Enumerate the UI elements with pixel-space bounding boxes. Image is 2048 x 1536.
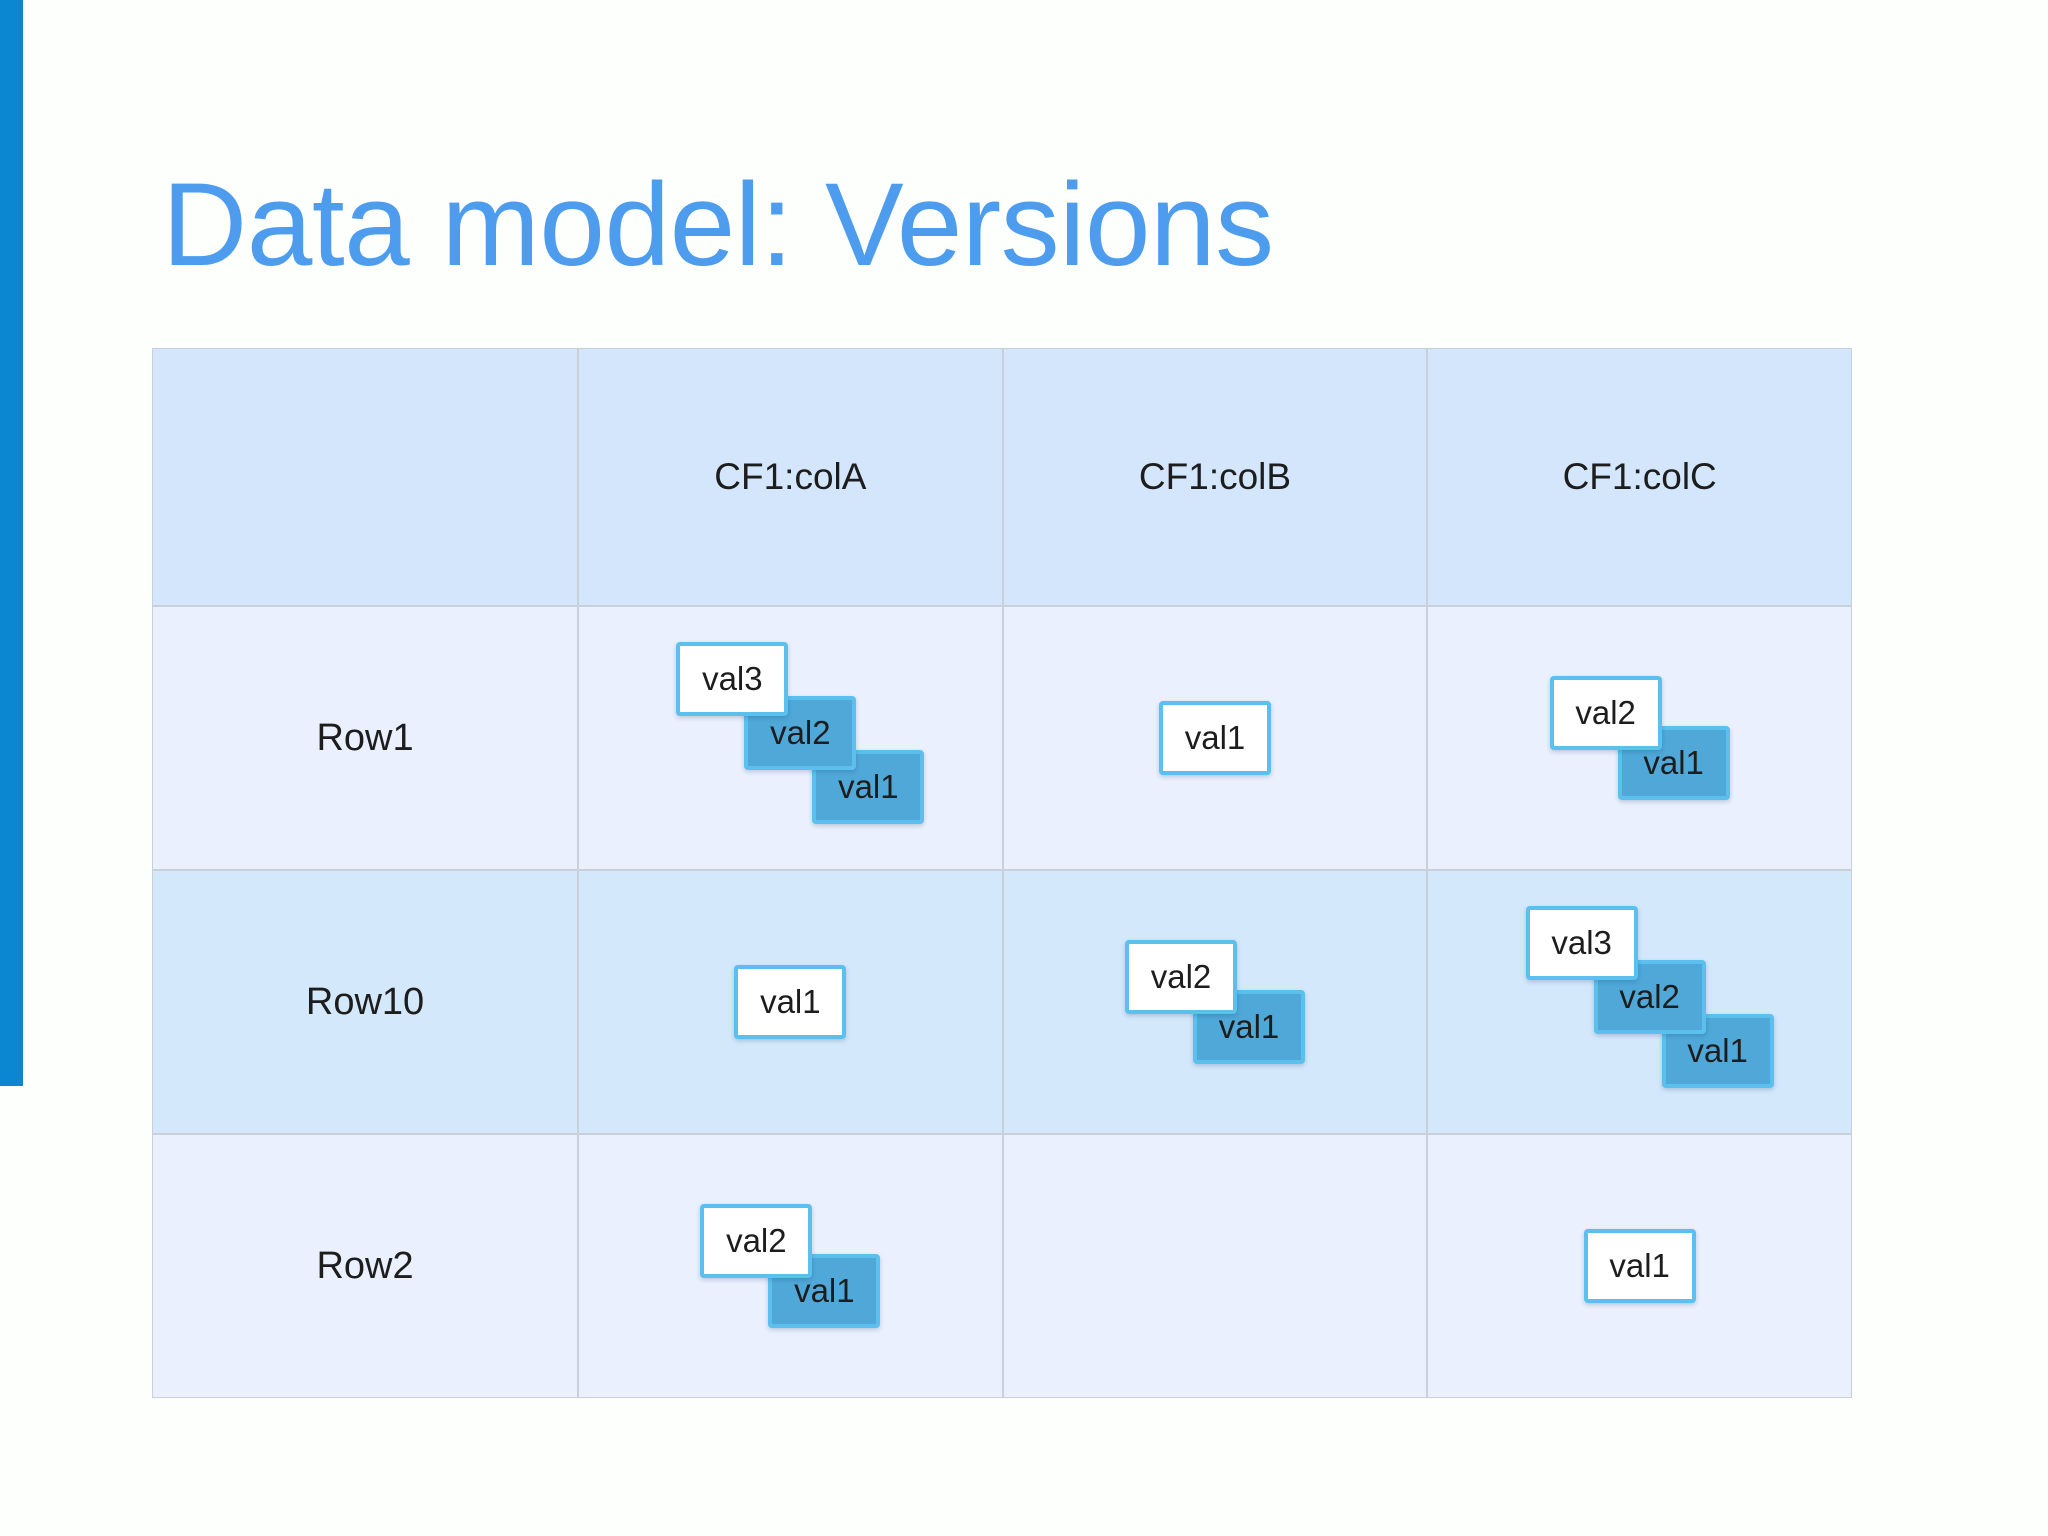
cell-row2-cf1-colc: val1 [1427, 1134, 1852, 1398]
version-card-label: val2 [726, 1222, 787, 1259]
cell-row10-cf1-cola: val1 [578, 870, 1003, 1134]
version-card-label: val1 [1184, 719, 1246, 756]
row-label-cell-row2: Row2 [152, 1134, 579, 1398]
version-stack: val1 [579, 871, 1002, 1133]
version-card-label: val3 [702, 660, 763, 697]
version-card[interactable]: val1 [1583, 1229, 1696, 1303]
version-stack [1004, 1135, 1427, 1397]
version-stack: val1 [1004, 607, 1427, 869]
column-header-cf1-cola: CF1:colA [578, 348, 1003, 606]
version-card-label: val1 [838, 768, 899, 805]
version-card[interactable]: val2 [1549, 676, 1662, 750]
table-header-row: CF1:colA CF1:colB CF1:colC [152, 348, 1852, 606]
column-header-cf1-colc: CF1:colC [1427, 348, 1852, 606]
version-card-label: val2 [770, 714, 831, 751]
version-card[interactable]: val2 [1125, 940, 1237, 1014]
left-accent-bar [0, 0, 23, 1086]
version-card-label: val1 [1609, 1247, 1670, 1284]
version-card-label: val2 [1150, 958, 1212, 995]
version-stack: val1 [1428, 1135, 1851, 1397]
page-title: Data model: Versions [162, 159, 1274, 292]
table-corner-cell [152, 348, 579, 606]
cell-row2-cf1-colb [1002, 1134, 1428, 1398]
version-card-label: val2 [1575, 694, 1636, 731]
version-card-label: val1 [760, 983, 821, 1020]
version-card[interactable]: val1 [734, 965, 847, 1039]
version-card-label: val2 [1619, 978, 1680, 1015]
column-header-cf1-colb: CF1:colB [1002, 348, 1428, 606]
version-card[interactable]: val3 [676, 642, 789, 716]
row-label: Row1 [316, 716, 414, 759]
version-card-label: val1 [1687, 1032, 1748, 1069]
row-label: Row2 [316, 1244, 414, 1287]
version-card[interactable]: val3 [1525, 906, 1638, 980]
row-label-cell-row10: Row10 [152, 870, 579, 1134]
cell-row1-cf1-colb: val1 [1002, 606, 1428, 870]
version-card-label: val3 [1551, 924, 1612, 961]
row-label-cell-row1: Row1 [152, 606, 579, 870]
version-card[interactable]: val2 [700, 1204, 813, 1278]
version-card[interactable]: val1 [1159, 701, 1271, 775]
row-label: Row10 [305, 980, 425, 1023]
